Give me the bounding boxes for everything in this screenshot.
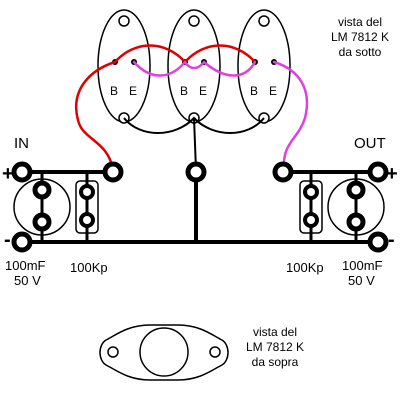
output-plus-sign: + [386,163,398,185]
output-ceramic-value: 100Kp [286,260,324,275]
top-view-note-line-3: da sopra [252,355,299,369]
black-ground-wire [123,116,265,171]
output-electrolytic-capacitor [327,172,385,242]
pin-label-e-3: E [269,84,277,98]
regulator-bottom-view-1 [97,9,151,124]
input-ceramic-value: 100Kp [70,260,108,275]
input-label: IN [14,135,29,152]
bottom-view-note-line-1: vista del [338,15,382,29]
output-electrolytic-value: 100mF [342,258,383,273]
pin-label-b-2: B [180,84,188,98]
input-minus-sign: - [4,229,11,251]
top-view-note-line-1: vista del [253,325,297,339]
output-ceramic-capacitor [299,172,323,242]
output-label: OUT [354,135,386,152]
bottom-view-note-line-3: da sotto [339,45,382,59]
input-electrolytic-voltage: 50 V [14,273,41,288]
output-electrolytic-voltage: 50 V [348,273,375,288]
input-electrolytic-capacitor [13,172,71,242]
input-plus-sign: + [2,163,14,185]
regulator-bottom-view-3 [237,9,291,124]
regulator-top-view [99,324,229,381]
pin-label-b-1: B [110,84,118,98]
bottom-view-note-line-2: LM 7812 K [331,30,389,44]
input-ceramic-capacitor [75,172,99,242]
pin-label-b-3: B [250,84,258,98]
regulator-bottom-view-2 [167,9,221,124]
pin-label-e-1: E [129,84,137,98]
input-electrolytic-value: 100mF [5,258,46,273]
pin-label-e-2: E [199,84,207,98]
magenta-output-wire [132,60,309,172]
top-view-note-line-2: LM 7812 K [246,340,304,354]
terminal-pads [11,161,389,253]
output-minus-sign: - [388,229,395,251]
